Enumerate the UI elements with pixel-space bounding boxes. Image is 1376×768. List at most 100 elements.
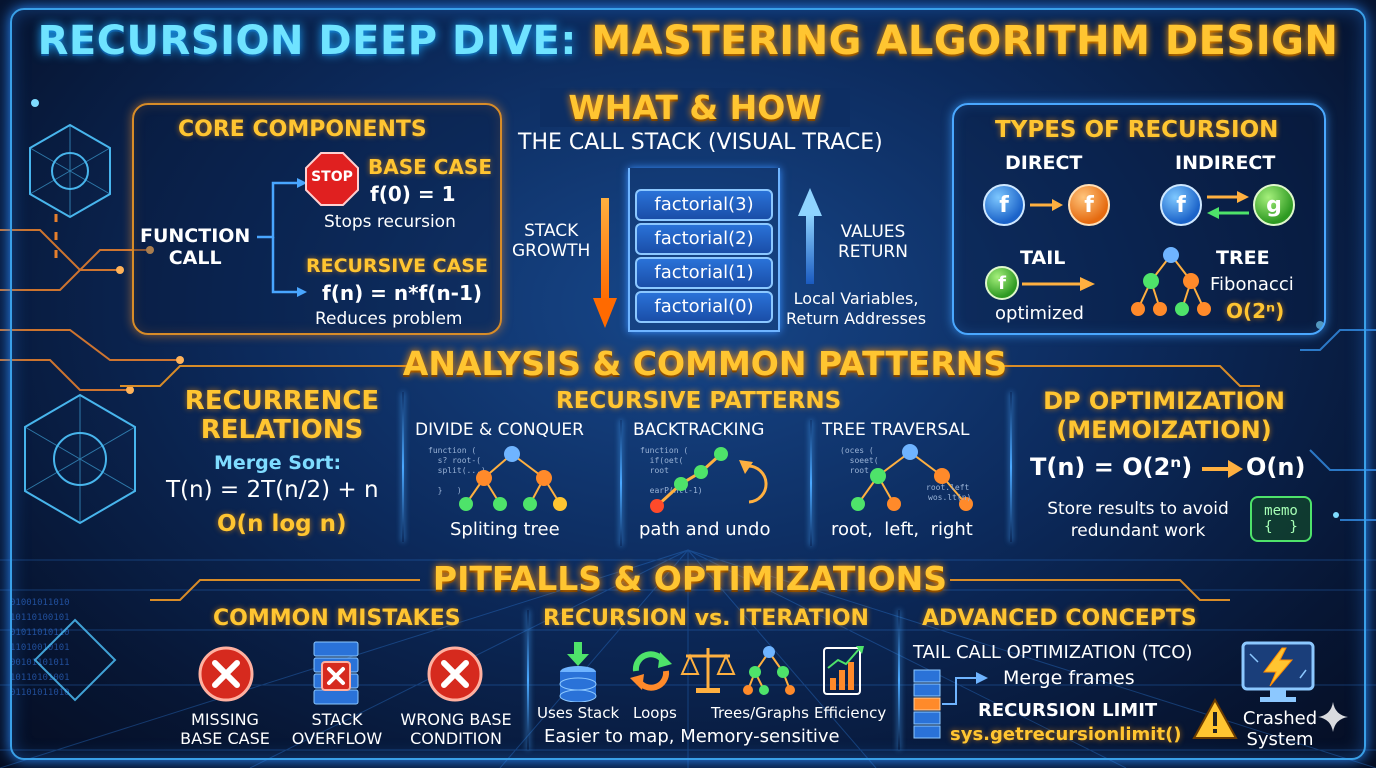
svg-text:root.left: root.left <box>926 483 970 492</box>
balance-scale-icon <box>680 648 736 693</box>
call-stack-container <box>628 168 780 332</box>
stop-sign-icon <box>305 152 359 206</box>
stop-text: STOP <box>311 169 353 185</box>
stack-growth-label: STACK GROWTH <box>512 221 591 261</box>
call-stack-heading: THE CALL STACK (VISUAL TRACE) <box>518 130 883 155</box>
pattern-traversal-label: TREE TRAVERSAL <box>822 420 970 440</box>
svg-text:00101101011: 00101101011 <box>10 658 70 668</box>
base-case-formula: f(0) = 1 <box>370 182 456 206</box>
stack-note: Local Variables, Return Addresses <box>786 289 927 328</box>
mistake-stack-overflow: STACK OVERFLOW <box>291 710 383 748</box>
memo-icon: memo { } <box>1250 496 1312 542</box>
pitfalls-heading-line <box>150 579 1230 601</box>
stack-overflow-icon <box>313 641 359 705</box>
recurrence-formula: T(n) = 2T(n/2) + n <box>166 477 379 503</box>
outer-frame <box>10 8 1366 760</box>
missing-base-error-icon <box>198 646 254 702</box>
tail-f-node: f <box>985 266 1019 300</box>
pattern-divide-desc: Spliting tree <box>450 519 560 540</box>
pattern-divide-label: DIVIDE & CONQUER <box>415 420 584 440</box>
loops-icon <box>630 651 672 691</box>
divider-1 <box>402 392 404 542</box>
svg-text:10110100101: 10110100101 <box>10 613 70 623</box>
function-call-label: FUNCTION CALL <box>140 225 251 269</box>
dp-formula-right: O(n) <box>1246 453 1306 481</box>
recursive-case-label: RECURSIVE CASE <box>306 255 488 277</box>
pattern-backtracking-label: BACKTRACKING <box>633 420 765 440</box>
core-flow-arrows <box>257 178 307 297</box>
tree-complexity: O(2ⁿ) <box>1226 299 1285 323</box>
tail-arrow-icon <box>1022 277 1095 291</box>
recursive-case-desc: Reduces problem <box>315 309 463 329</box>
title-part2: MASTERING ALGORITHM DESIGN <box>591 18 1339 64</box>
core-components-heading: CORE COMPONENTS <box>178 117 427 142</box>
rec-vs-iter-heading: RECURSION vs. ITERATION <box>543 606 869 631</box>
rvi-summary: Easier to map, Memory-sensitive <box>544 726 840 747</box>
direct-f-node: f <box>983 184 1025 226</box>
title-part1: RECURSION DEEP DIVE: <box>37 18 577 64</box>
stack-frame-2: factorial(2) <box>635 223 773 255</box>
advanced-heading: ADVANCED CONCEPTS <box>922 606 1197 631</box>
types-heading: TYPES OF RECURSION <box>995 117 1279 143</box>
values-return-arrow-icon <box>798 188 822 284</box>
tree-label: TREE <box>1216 247 1270 269</box>
direct-arrow-icon <box>1030 199 1063 211</box>
base-case-desc: Stops recursion <box>324 212 456 232</box>
svg-text:01011010110: 01011010110 <box>10 628 70 638</box>
dp-formula-left: T(n) = O(2ⁿ) <box>1030 453 1193 481</box>
direct-f2-node: f <box>1068 184 1110 226</box>
analysis-heading-line <box>120 365 1260 387</box>
what-how-heading: WHAT & HOW <box>540 88 850 127</box>
indirect-label: INDIRECT <box>1175 152 1276 174</box>
svg-text:wos.lt(n): wos.lt(n) <box>928 493 971 502</box>
base-case-label: BASE CASE <box>368 155 492 179</box>
tco-label: TAIL CALL OPTIMIZATION (TCO) <box>913 642 1193 663</box>
stack-frame-3: factorial(3) <box>635 189 773 221</box>
stop-sign: STOP <box>305 152 359 206</box>
svg-text:10110101001: 10110101001 <box>10 673 70 683</box>
tail-label: TAIL <box>1020 247 1066 269</box>
tco-stack-icon <box>913 669 988 739</box>
efficiency-chart-icon <box>823 646 864 695</box>
tree-desc: Fibonacci <box>1210 274 1294 295</box>
recurrence-complexity: O(n log n) <box>217 511 347 537</box>
divide-tree-icon <box>459 446 567 511</box>
pattern-traversal-desc: root, left, right <box>831 519 973 540</box>
memo-braces: { } <box>1264 519 1298 535</box>
tree-recursion-icon <box>1131 247 1211 316</box>
main-title: RECURSION DEEP DIVE: MASTERING ALGORITHM… <box>0 18 1376 64</box>
dp-arrow-icon <box>1202 460 1243 478</box>
recurrence-heading: RECURRENCE RELATIONS <box>184 386 380 445</box>
divider-4 <box>1010 392 1012 542</box>
traversal-tree-icon: root.left wos.lt(n) <box>851 444 973 511</box>
recursion-limit-label: RECURSION LIMIT <box>978 700 1158 721</box>
pattern-backtracking-desc: path and undo <box>639 519 771 540</box>
trees-graphs-icon <box>743 646 795 695</box>
recursive-case-formula: f(n) = n*f(n-1) <box>322 281 483 305</box>
direct-label: DIRECT <box>1005 152 1083 174</box>
rvi-trees-graphs: Trees/Graphs <box>711 704 809 722</box>
analysis-heading: ANALYSIS & COMMON PATTERNS <box>402 344 1008 383</box>
mistake-wrong-base: WRONG BASE CONDITION <box>400 710 512 748</box>
svg-text:01001011010: 01001011010 <box>10 598 70 608</box>
divider-3 <box>810 420 812 546</box>
patterns-heading: RECURSIVE PATTERNS <box>556 388 842 414</box>
divider-6 <box>898 610 900 750</box>
pattern-divide-code: function ( s? root-( split(...) } ) <box>428 446 486 495</box>
indirect-g-node: g <box>1253 184 1295 226</box>
recursion-limit-call: sys.getrecursionlimit() <box>950 724 1182 745</box>
wrong-base-error-icon <box>427 646 483 702</box>
rvi-loops: Loops <box>633 704 677 722</box>
divider-5 <box>527 610 529 750</box>
svg-text:01101011010: 01101011010 <box>10 688 70 698</box>
tail-desc: optimized <box>995 303 1084 324</box>
rvi-efficiency: Efficiency <box>814 704 887 722</box>
stack-growth-arrow-icon <box>593 198 617 328</box>
uses-stack-icon <box>559 642 597 702</box>
mistakes-heading: COMMON MISTAKES <box>213 606 461 631</box>
stack-frame-0: factorial(0) <box>635 291 773 323</box>
crashed-monitor-icon <box>1241 641 1315 702</box>
crashed-system-label: Crashed System <box>1242 708 1318 750</box>
indirect-f-node: f <box>1160 184 1202 226</box>
